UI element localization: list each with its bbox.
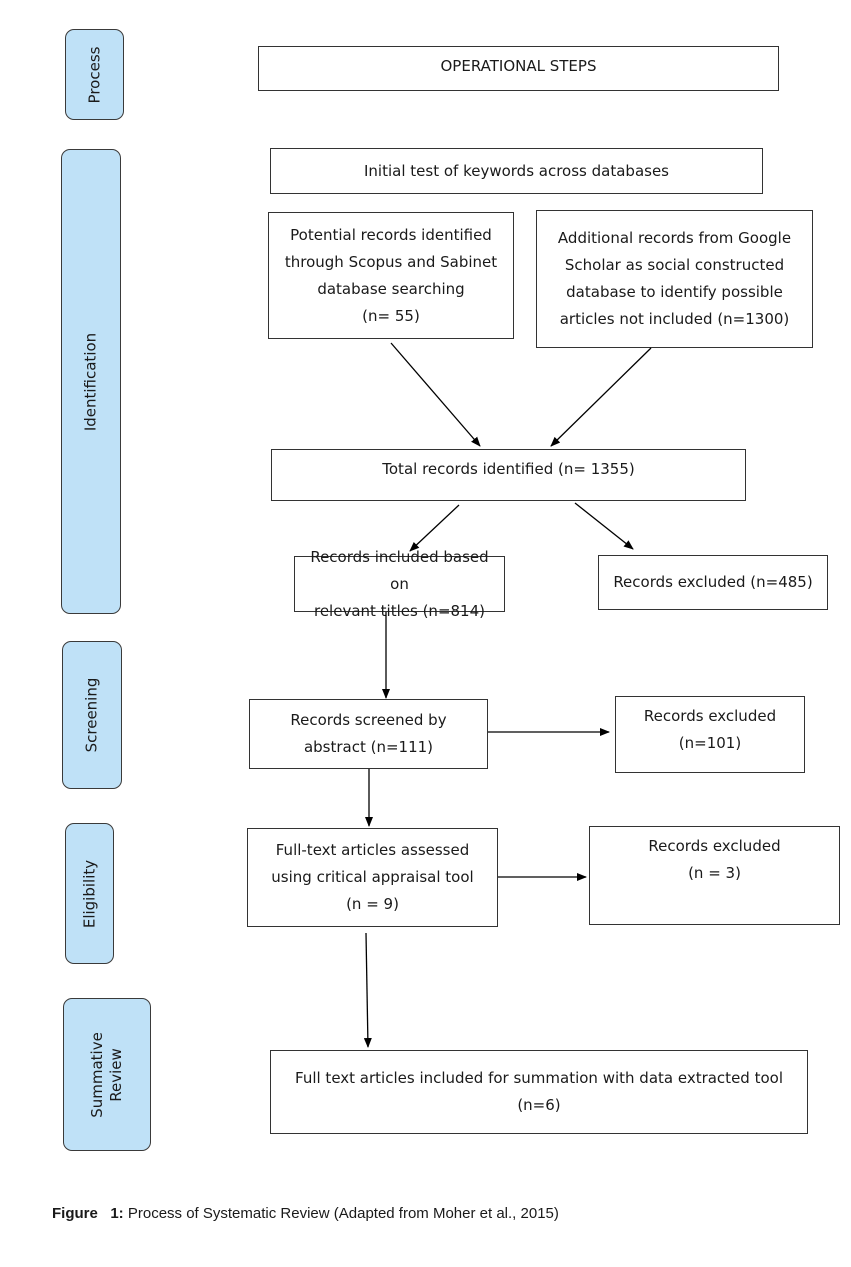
full-text-assessed-box: Full-text articles assessed using critic…	[247, 828, 498, 927]
additional-records-box: Additional records from Google Scholar a…	[536, 210, 813, 348]
potential-records-box: Potential records identified through Sco…	[268, 212, 514, 339]
figure-caption: Figure 1: Process of Systematic Review (…	[52, 1205, 559, 1222]
full-text-included-box: Full text articles included for summatio…	[270, 1050, 808, 1134]
screened-abstract-box: Records screened by abstract (n=111)	[249, 699, 488, 769]
arrow-potential-to-total	[390, 342, 481, 447]
initial-test-box: Initial test of keywords across database…	[270, 148, 763, 194]
operational-steps-box: OPERATIONAL STEPS	[258, 46, 779, 91]
phase-identification: Identification	[61, 149, 121, 614]
excluded-3-box: Records excluded (n = 3)	[589, 826, 840, 925]
total-records-box: Total records identified (n= 1355)	[271, 449, 746, 501]
arrow-total-to-included	[409, 504, 460, 552]
phase-summative-review: Summative Review	[63, 998, 151, 1151]
phase-process: Process	[65, 29, 124, 120]
caption-text: Process of Systematic Review (Adapted fr…	[123, 1205, 559, 1222]
arrow-assessed-to-included	[363, 932, 372, 1048]
excluded-485-box: Records excluded (n=485)	[598, 555, 828, 610]
caption-label: Figure 1:	[52, 1205, 124, 1222]
included-titles-box: Records included based on relevant title…	[294, 548, 505, 620]
excluded-101-box: Records excluded (n=101)	[615, 696, 805, 773]
arrow-total-to-excluded-485	[574, 502, 634, 550]
phase-eligibility: Eligibility	[65, 823, 114, 964]
arrow-additional-to-total	[550, 347, 652, 447]
phase-screening: Screening	[62, 641, 122, 789]
